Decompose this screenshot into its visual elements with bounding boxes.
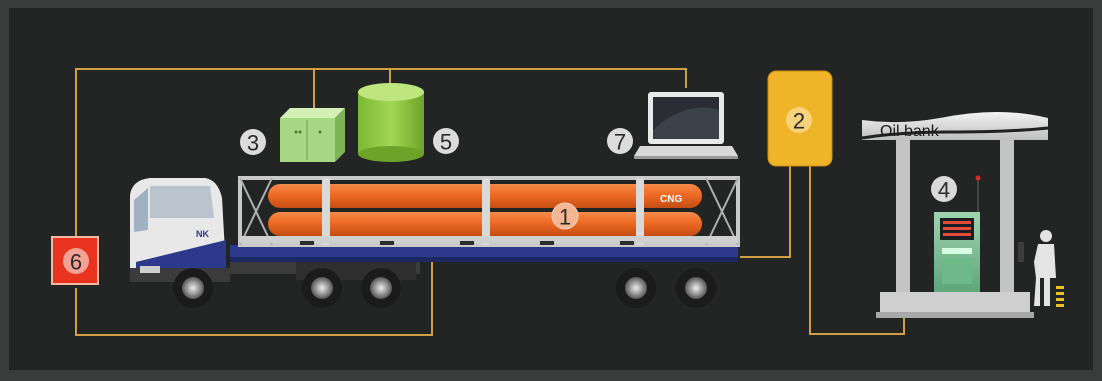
truck-brand-label: NK bbox=[196, 229, 209, 239]
marker-4-label: 4 bbox=[938, 178, 950, 203]
marker-2-label: 2 bbox=[793, 109, 805, 134]
storage-tank-icon bbox=[358, 83, 424, 162]
marker-1: 1 bbox=[552, 203, 578, 230]
station-sign-label: Oil bank bbox=[880, 123, 940, 140]
marker-7-label: 7 bbox=[614, 130, 626, 155]
marker-1-label: 1 bbox=[559, 205, 571, 230]
cabinet-icon bbox=[280, 108, 345, 162]
marker-6-label: 6 bbox=[70, 250, 82, 275]
tank-label: CNG bbox=[660, 194, 682, 205]
marker-3-label: 3 bbox=[247, 131, 259, 156]
laptop-icon bbox=[634, 92, 738, 159]
marker-5-label: 5 bbox=[440, 130, 452, 155]
